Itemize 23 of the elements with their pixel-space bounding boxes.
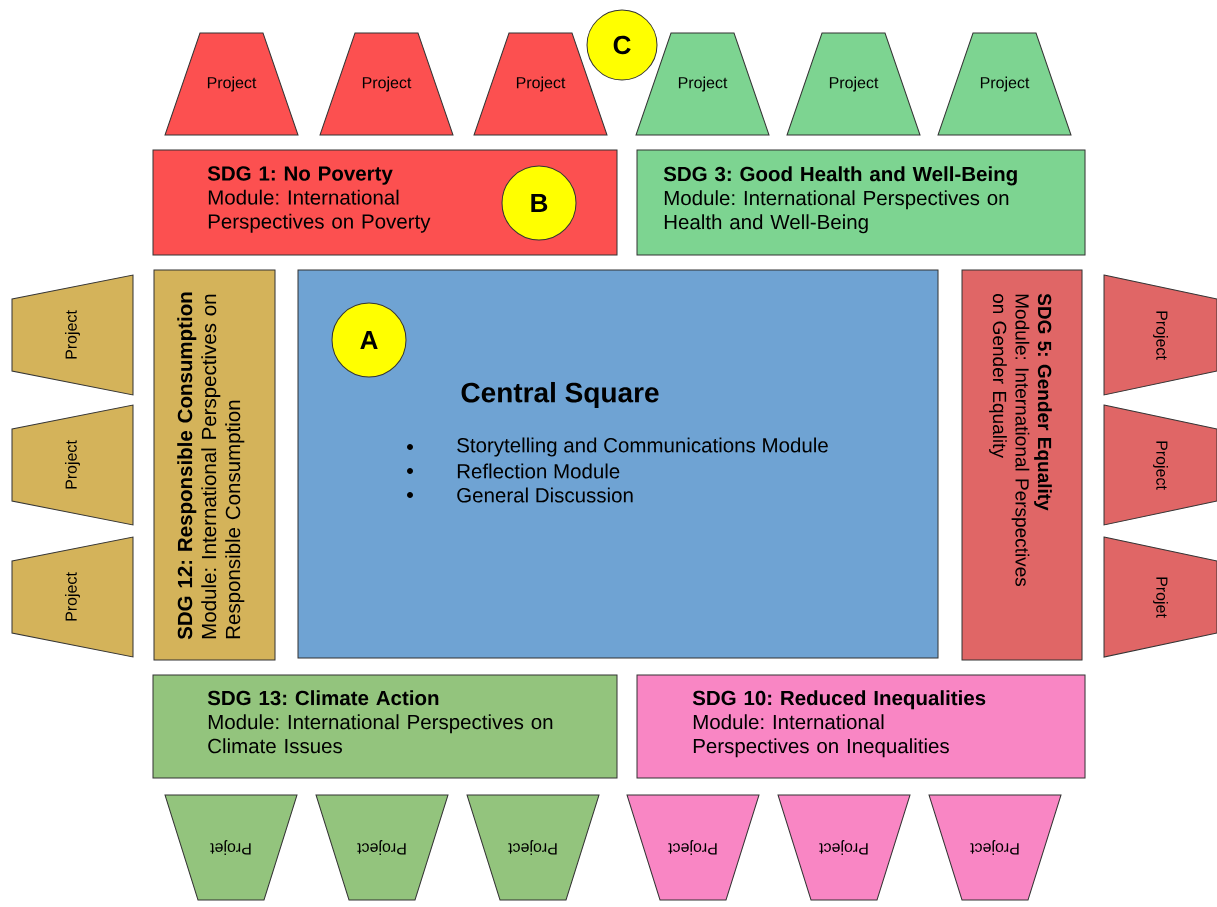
project-trapezoid: Project [11,274,134,396]
project-trapezoid: Projet [1103,536,1217,658]
project-trapezoid: Project [626,794,760,901]
project-trapezoid: Project [315,794,449,901]
project-trapezoid: Project [928,794,1062,901]
sdg-box: SDG 12: Responsible Consumption Module: International Perspectives on Responsible Consumption [153,269,276,661]
project-trapezoid: Projet [164,794,298,901]
project-trapezoid: Project [635,32,770,136]
project-trapezoid: Project [777,794,911,901]
project-trapezoid: Project [786,32,921,136]
project-trapezoid: Project [1103,404,1217,526]
sdg-box: SDG 5: Gender Equality Module: International Perspectives on Gender Equality [961,269,1083,661]
sdg-box: SDG 10: Reduced Inequalities Module: International Perspectives on Inequalities [636,674,1086,779]
project-trapezoid: Project [319,32,454,136]
project-trapezoid: Project [466,794,600,901]
project-trapezoid: Project [937,32,1072,136]
project-trapezoid: Project [11,404,134,526]
project-trapezoid: Project [164,32,299,136]
sdg-box: SDG 13: Climate Action Module: International Perspectives on Climate Issues [152,674,618,779]
project-trapezoid: Project [473,32,608,136]
project-trapezoid: Project [1103,274,1217,396]
sdg-box: SDG 3: Good Health and Well-Being Module: International Perspectives on Health and Well-Being [636,149,1086,256]
project-trapezoid: Project [11,536,134,658]
